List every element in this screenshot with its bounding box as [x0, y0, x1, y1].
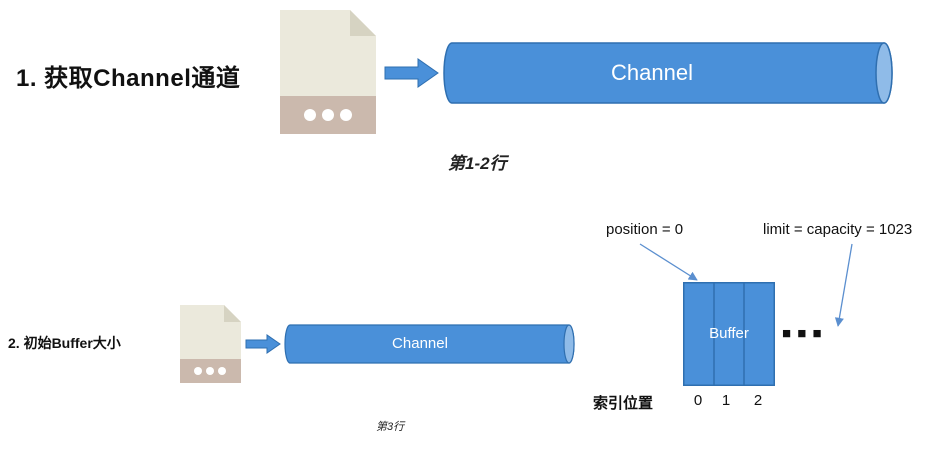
- caption-line-3: 第3行: [376, 421, 405, 433]
- buffer-block: Buffer: [683, 282, 775, 386]
- arrow-right-icon: [384, 58, 439, 88]
- position-label: position = 0: [606, 221, 684, 238]
- index-0: 0: [693, 392, 703, 409]
- channel-pipe-small: Channel: [284, 324, 576, 364]
- index-1: 1: [721, 392, 731, 409]
- limit-label: limit = capacity = 1023: [763, 221, 913, 238]
- step2-title: 2. 初始Buffer大小: [8, 335, 121, 351]
- arrow-right-icon-small: [245, 334, 281, 354]
- channel-pipe-large: Channel: [442, 42, 894, 104]
- index-title: 索引位置: [593, 395, 654, 412]
- limit-pointer-arrow: [834, 243, 853, 327]
- index-2: 2: [753, 392, 763, 409]
- more-cells-ellipsis: ■ ■ ■: [782, 325, 823, 342]
- channel-label-small: Channel: [392, 335, 448, 352]
- buffer-label: Buffer: [709, 325, 749, 342]
- position-pointer-arrow: [639, 243, 698, 281]
- file-icon-small: [180, 305, 241, 383]
- caption-lines-1-2: 第1-2行: [448, 154, 507, 173]
- channel-label-large: Channel: [611, 60, 693, 85]
- file-icon: [280, 10, 376, 134]
- step1-title: 1. 获取Channel通道: [16, 65, 241, 92]
